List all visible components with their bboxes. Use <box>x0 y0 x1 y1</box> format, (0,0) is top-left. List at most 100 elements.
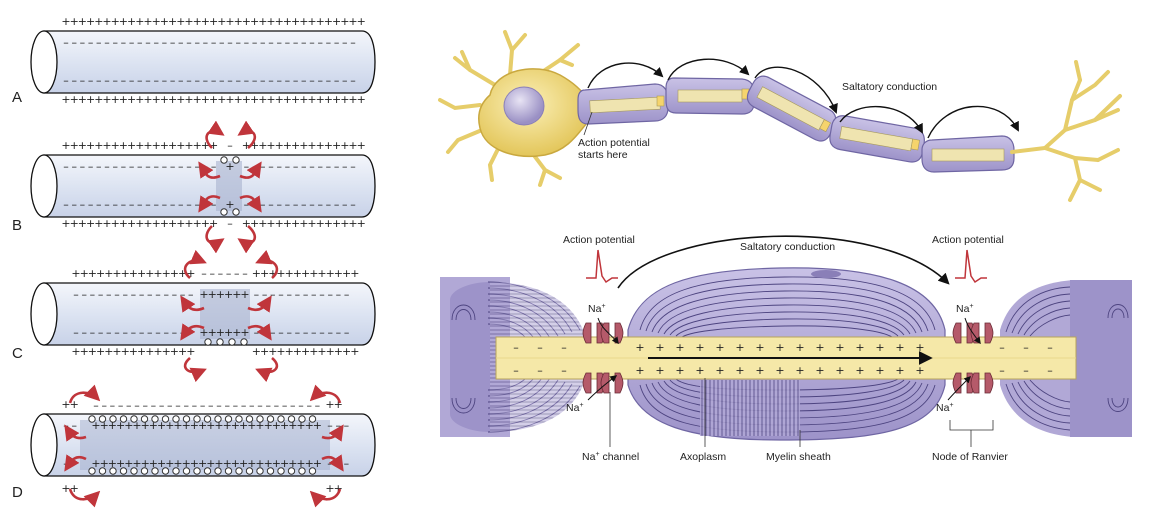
axon-end <box>30 154 58 218</box>
plus-sign: + <box>332 93 341 106</box>
plus-sign: + <box>184 93 193 106</box>
plus-sign: + <box>165 457 174 470</box>
plus-sign: + <box>119 15 128 28</box>
minus-sign: – <box>163 288 169 301</box>
minus-sign: – <box>561 364 567 377</box>
open-channel <box>277 467 285 475</box>
plus-sign: + <box>201 217 210 230</box>
plus-sign: + <box>675 341 684 354</box>
plus-sign: + <box>291 139 300 152</box>
panel-letter: B <box>12 217 22 234</box>
local-current-arrow <box>68 384 101 404</box>
open-channel <box>88 415 96 423</box>
open-channel <box>161 415 170 423</box>
open-channel <box>298 415 306 423</box>
minus-sign: – <box>162 36 168 49</box>
plus-sign: + <box>299 139 308 152</box>
minus-sign: – <box>178 74 184 87</box>
plus-sign: + <box>755 341 764 354</box>
na-label-top-right: Na+ <box>956 303 974 315</box>
minus-sign: – <box>315 399 321 412</box>
plus-sign: + <box>96 267 105 280</box>
minus-sign: – <box>96 74 102 87</box>
plus-sign: + <box>91 419 100 432</box>
plus-sign: + <box>162 267 171 280</box>
minus-sign: – <box>112 160 118 173</box>
plus-sign: + <box>316 15 325 28</box>
minus-sign: – <box>344 457 350 470</box>
minus-sign: – <box>71 198 77 211</box>
minus-sign: – <box>104 74 110 87</box>
plus-sign: + <box>835 364 844 377</box>
open-channel <box>140 467 149 475</box>
panel-a: A+++++++++++++++++++++++++++++++++++++++… <box>12 15 376 106</box>
plus-sign: + <box>232 326 241 339</box>
plus-sign: + <box>242 139 251 152</box>
minus-sign: – <box>81 326 87 339</box>
plus-sign: + <box>143 139 152 152</box>
node-of-ranvier-label: Node of Ranvier <box>932 451 1008 463</box>
plus-sign: + <box>225 15 234 28</box>
local-current-arrow <box>247 323 272 341</box>
minus-sign: – <box>285 74 291 87</box>
open-channel <box>240 338 248 346</box>
open-channel <box>266 415 275 423</box>
minus-sign: – <box>203 74 209 87</box>
minus-sign: – <box>233 399 239 412</box>
minus-sign: – <box>211 74 217 87</box>
minus-sign: – <box>344 419 350 432</box>
minus-sign: – <box>147 326 153 339</box>
ap-label-right: Action potential <box>932 234 1004 246</box>
minus-sign: – <box>80 160 86 173</box>
minus-sign: – <box>1047 341 1053 354</box>
plus-sign: + <box>129 345 138 358</box>
plus-sign: + <box>124 457 133 470</box>
local-current-arrow <box>237 225 257 254</box>
plus-sign: + <box>735 364 744 377</box>
plus-sign: + <box>895 364 904 377</box>
local-current-arrow <box>309 488 342 508</box>
plus-sign: + <box>160 93 169 106</box>
minus-sign: – <box>334 74 340 87</box>
plus-sign: + <box>266 217 275 230</box>
minus-sign: – <box>317 198 323 211</box>
minus-sign: – <box>342 198 348 211</box>
minus-sign: – <box>101 399 107 412</box>
plus-sign: + <box>301 345 310 358</box>
minus-sign: – <box>350 198 356 211</box>
local-current-arrow <box>183 249 207 279</box>
plus-sign: + <box>199 326 208 339</box>
minus-sign: – <box>90 326 96 339</box>
local-current-arrow <box>247 295 272 313</box>
plus-sign: + <box>239 419 248 432</box>
minus-sign: – <box>270 288 276 301</box>
plus-sign: + <box>157 457 166 470</box>
plus-sign: + <box>108 419 117 432</box>
channel-subunit <box>600 372 610 394</box>
plus-sign: + <box>78 93 87 106</box>
minus-sign: – <box>81 288 87 301</box>
minus-sign: – <box>216 399 222 412</box>
minus-sign: – <box>175 399 181 412</box>
plus-sign: + <box>209 139 218 152</box>
open-channel <box>277 415 285 423</box>
plus-sign: + <box>334 267 343 280</box>
minus-sign: – <box>244 36 250 49</box>
axon-terminals <box>1010 60 1122 202</box>
plus-sign: + <box>165 419 174 432</box>
open-channel <box>216 338 224 346</box>
minus-sign: – <box>235 74 241 87</box>
minus-sign: – <box>80 36 86 49</box>
depolarized-region <box>200 289 250 339</box>
minus-sign: – <box>303 288 309 301</box>
plus-sign: + <box>332 139 341 152</box>
plus-sign: + <box>214 457 223 470</box>
plus-sign: + <box>272 419 281 432</box>
plus-sign: + <box>735 341 744 354</box>
plus-sign: + <box>855 341 864 354</box>
minus-sign: – <box>226 267 232 280</box>
minus-sign: – <box>290 399 296 412</box>
minus-sign: – <box>276 36 282 49</box>
plus-sign: + <box>324 217 333 230</box>
minus-sign: – <box>194 198 200 211</box>
